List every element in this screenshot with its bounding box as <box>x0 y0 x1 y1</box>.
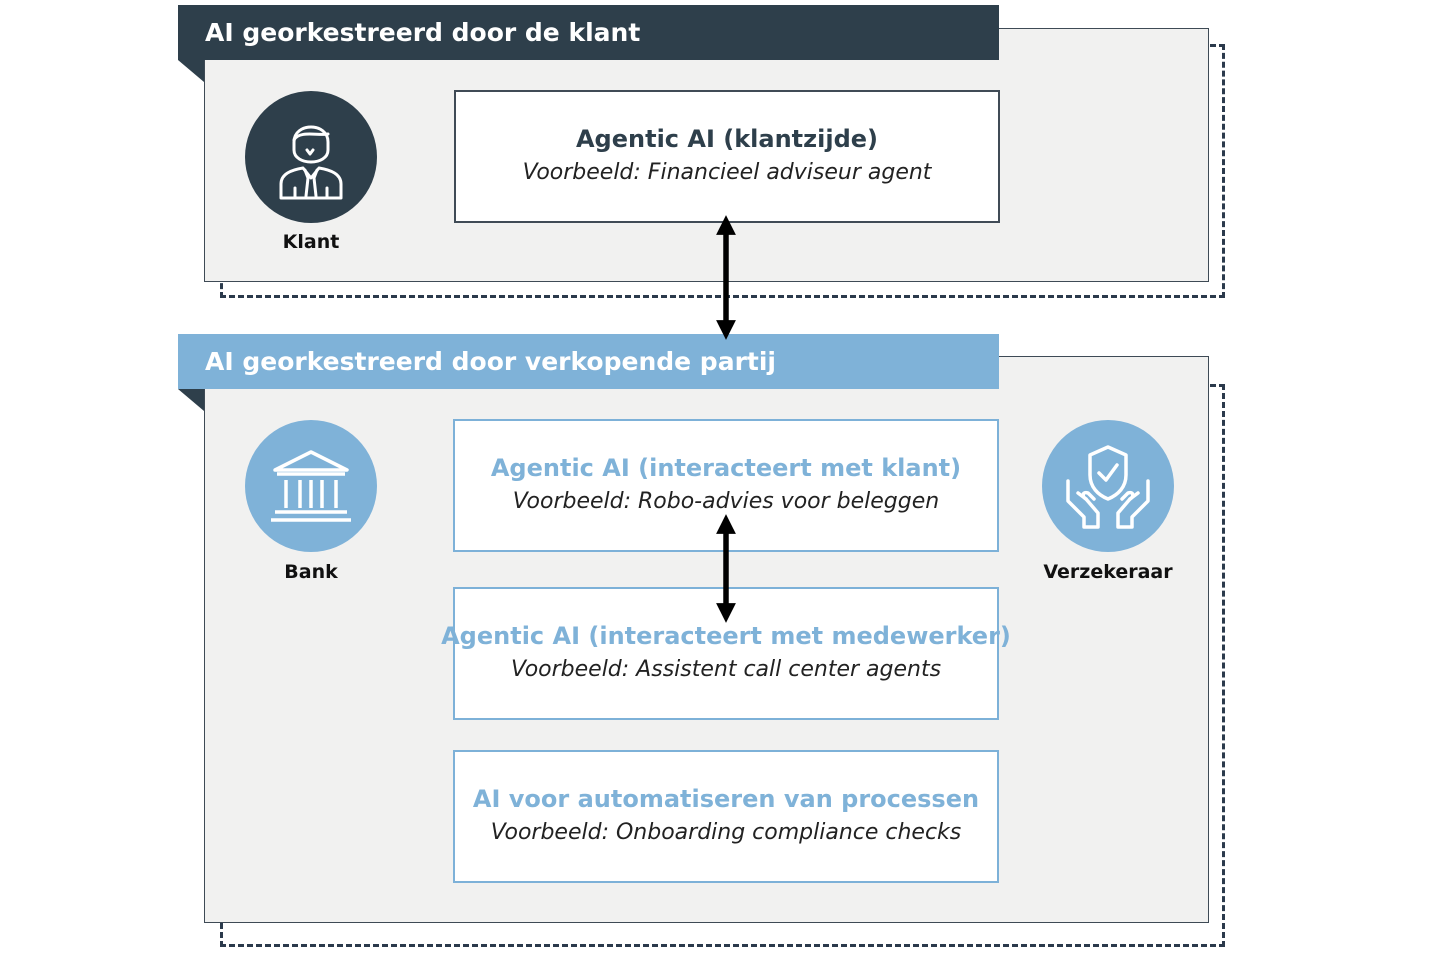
seller-section-header: AI georkestreerd door verkopende partij <box>178 334 999 389</box>
shield-hands-icon <box>1066 445 1150 529</box>
customer-header-fold <box>178 60 204 82</box>
employee-facing-agent-title: Agentic AI (interacteert met medewerker) <box>441 622 1011 650</box>
customer-facing-agent-title: Agentic AI (interacteert met klant) <box>490 454 962 482</box>
seller-section-title: AI georkestreerd door verkopende partij <box>205 347 776 376</box>
customer-agent-subtitle: Voorbeeld: Financieel adviseur agent <box>522 160 932 185</box>
bank-circle <box>245 420 377 552</box>
process-automation-subtitle: Voorbeeld: Onboarding compliance checks <box>490 820 962 845</box>
process-automation-box: AI voor automatiseren van processen Voor… <box>453 750 999 883</box>
process-automation-title: AI voor automatiseren van processen <box>472 785 980 813</box>
bank-icon <box>271 450 351 522</box>
seller-header-fold <box>178 389 204 411</box>
person-icon <box>279 125 343 200</box>
insurer-label: Verzekeraar <box>1043 561 1173 583</box>
customer-facing-agent-subtitle: Voorbeeld: Robo-advies voor beleggen <box>512 489 940 514</box>
customer-facing-agent-box: Agentic AI (interacteert met klant) Voor… <box>453 419 999 552</box>
customer-agent-title: Agentic AI (klantzijde) <box>575 125 878 153</box>
customer-section-title: AI georkestreerd door de klant <box>205 18 641 47</box>
customer-label: Klant <box>282 231 340 253</box>
insurer-circle <box>1042 420 1174 552</box>
customer-agent-box: Agentic AI (klantzijde) Voorbeeld: Finan… <box>454 90 1000 223</box>
employee-facing-agent-box: Agentic AI (interacteert met medewerker)… <box>441 587 1011 720</box>
customer-avatar <box>245 91 377 223</box>
bank-label: Bank <box>284 561 338 583</box>
employee-facing-agent-subtitle: Voorbeeld: Assistent call center agents <box>510 657 942 682</box>
customer-section-header: AI georkestreerd door de klant <box>178 5 999 60</box>
